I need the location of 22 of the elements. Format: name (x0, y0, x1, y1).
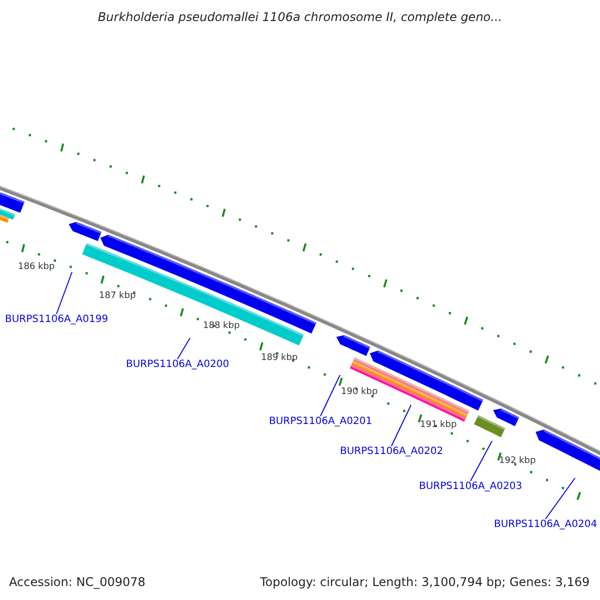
leader-line (545, 478, 576, 520)
scale-label: 192 kbp (499, 456, 536, 466)
scale-label: 189 kbp (261, 353, 298, 363)
scale-label: 191 kbp (420, 420, 457, 430)
leader-line (470, 440, 492, 482)
footer-text: Topology: circular; Length: 3,100,794 bp; Genes: 3,169 (260, 575, 590, 589)
scale-label: 186 kbp (18, 262, 55, 272)
leader-line (391, 404, 412, 446)
leader-line (320, 374, 340, 416)
gene-label: BURPS1106A_A0200 (126, 359, 230, 370)
footer-text: Accession: NC_009078 (9, 575, 146, 589)
gene-label: BURPS1106A_A0199 (5, 314, 108, 325)
title: Burkholderia pseudomallei 1106a chromosome II, complete geno... (96, 10, 504, 24)
scale-label: 190 kbp (341, 387, 378, 397)
leader-line (177, 338, 190, 360)
gene-label: BURPS1106A_A0203 (419, 481, 522, 492)
leader-line (56, 272, 72, 314)
scale-label: 188 kbp (203, 321, 240, 331)
gene-label: BURPS1106A_A0201 (269, 416, 372, 427)
scale-label: 187 kbp (99, 291, 136, 301)
gene-label: BURPS1106A_A0202 (340, 446, 444, 457)
gene-label: BURPS1106A_A0204 (494, 519, 598, 530)
